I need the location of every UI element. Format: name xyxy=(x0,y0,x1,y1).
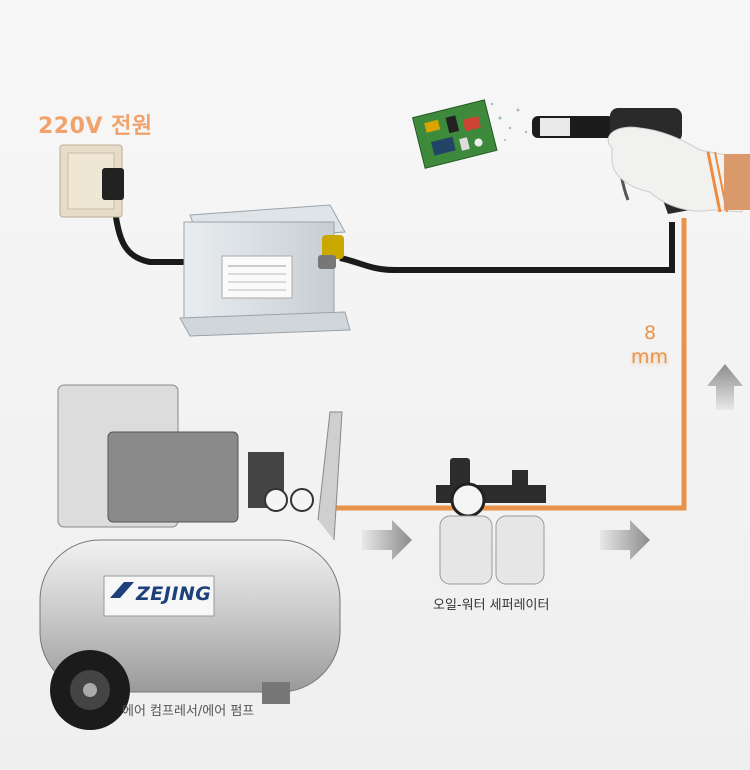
separator-label: 오일-워터 세퍼레이터 xyxy=(433,598,550,613)
compressor-label: 에어 컴프레서/에어 펌프 xyxy=(122,704,255,719)
power-source-label: 220V 전원 xyxy=(38,114,153,139)
ionizer-power-supply xyxy=(179,204,351,337)
gloved-hand xyxy=(607,126,750,213)
power-cable-to-outlet xyxy=(109,189,190,265)
flow-arrow-right-2 xyxy=(600,520,650,560)
circuit-board xyxy=(411,99,498,169)
tube-size-number: 8 xyxy=(644,322,657,344)
tube-size-unit: mm xyxy=(631,346,669,368)
compressor-brand-logo: ZEJING xyxy=(136,583,212,605)
wall-outlet xyxy=(59,144,124,218)
air-hose-line xyxy=(335,218,687,511)
ionizer-output-cable xyxy=(339,222,675,273)
flow-arrow-up xyxy=(707,364,743,410)
spray-particles xyxy=(490,102,528,141)
oil-water-separator xyxy=(436,458,546,585)
flow-arrow-right-1 xyxy=(362,520,412,560)
air-compressor xyxy=(39,384,343,730)
